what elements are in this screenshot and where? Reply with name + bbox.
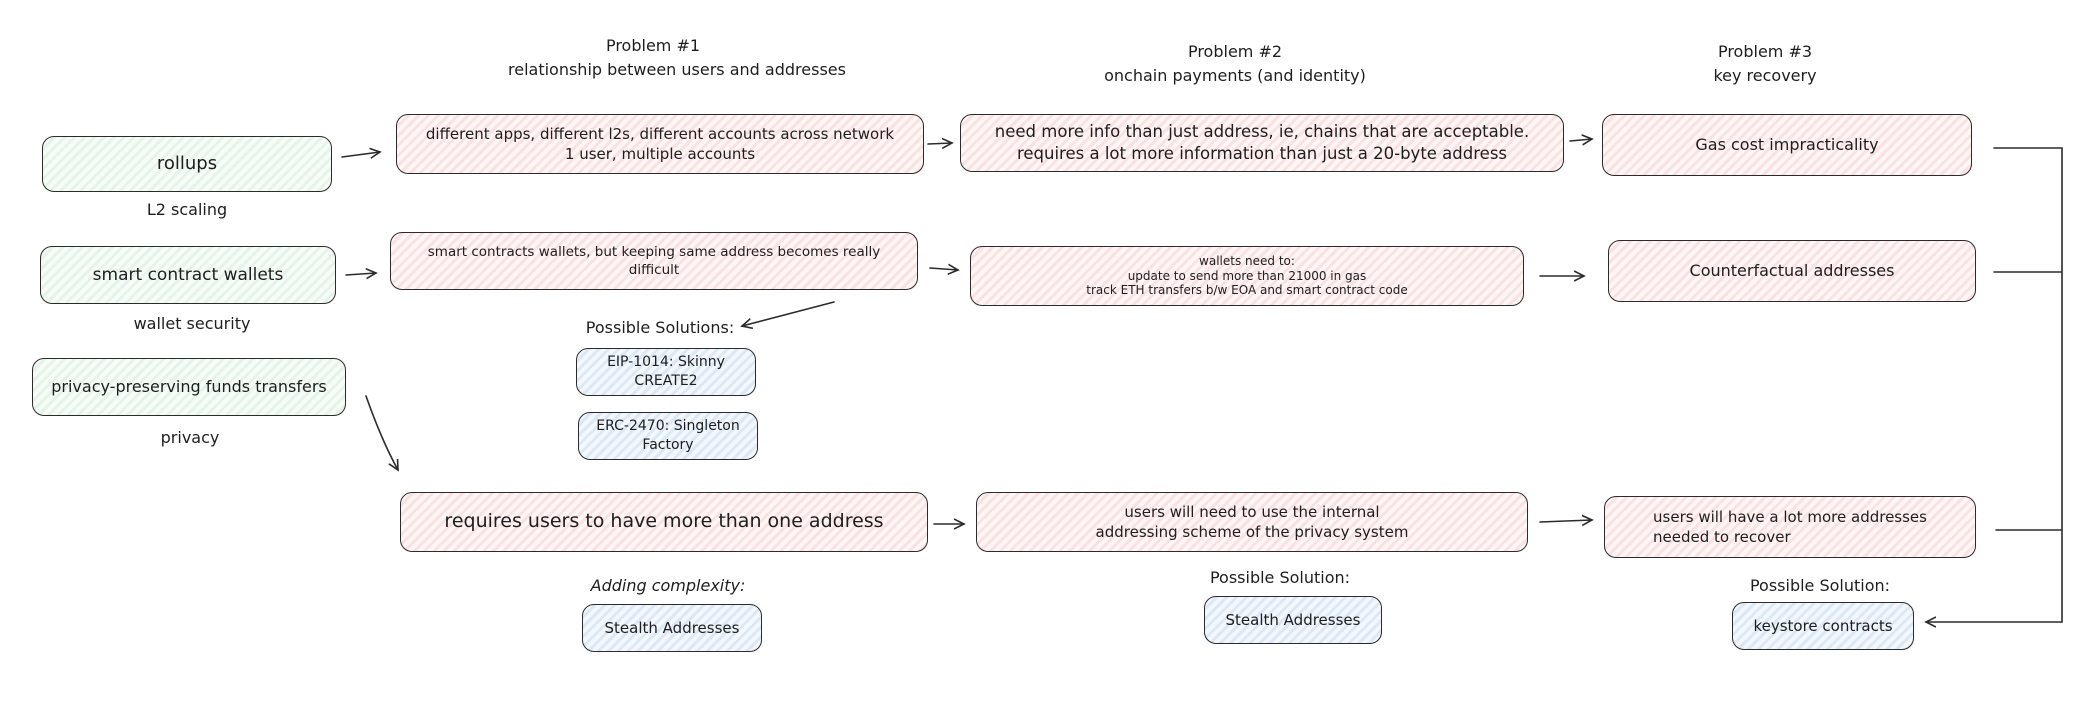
problem1-multiple-addresses: requires users to have more than one add… [400,492,928,552]
source-label: smart contract wallets [92,264,284,285]
source-caption: wallet security [133,314,251,333]
box-line: need more info than just address, ie, ch… [994,121,1530,141]
arrow-privacy-to-problem1 [365,395,398,470]
source-caption: L2 scaling [146,200,228,219]
box-line: ERC-2470: Singleton [596,418,740,435]
problem3-gas-cost: Gas cost impracticality [1602,114,1972,176]
solution-erc-2470: ERC-2470: Singleton Factory [578,412,758,460]
adding-complexity-label: Adding complexity: [590,576,746,595]
solution-eip-1014: EIP-1014: Skinny CREATE2 [576,348,756,396]
box-line: smart contracts wallets, but keeping sam… [427,243,881,278]
arrow-wallets-to-problem1 [345,273,376,275]
header-problem-3: Problem #3 key recovery [1680,40,1850,88]
header-title: Problem #1 [605,36,701,55]
arrow-problem1-to-problem2-row2 [929,268,958,270]
solution-stealth-addresses-1: Stealth Addresses [582,604,762,652]
problem1-same-address: smart contracts wallets, but keeping sam… [390,232,918,290]
arrow-to-possible-solutions [742,301,835,326]
arrow-rollups-to-problem1 [341,152,380,157]
header-subtitle: key recovery [1713,66,1817,85]
source-caption: privacy [160,428,220,447]
box-line: wallets need to: [1199,254,1295,269]
box-line: Factory [642,437,694,453]
box-line: EIP-1014: Skinny [607,354,725,371]
problem3-counterfactual: Counterfactual addresses [1608,240,1976,302]
box-line: users will have a lot more addresses [1653,507,1927,526]
box-line: Gas cost impracticality [1695,135,1879,155]
box-line: Counterfactual addresses [1689,261,1895,281]
header-problem-1: Problem #1 relationship between users an… [508,34,846,82]
solution-stealth-addresses-2: Stealth Addresses [1204,596,1382,644]
source-privacy-transfers: privacy-preserving funds transfers [32,358,346,416]
bracket-problem3 [1993,147,2063,623]
header-problem-2: Problem #2 onchain payments (and identit… [1090,40,1380,88]
problem2-more-info: need more info than just address, ie, ch… [960,114,1564,172]
box-line: 1 user, multiple accounts [564,145,756,163]
source-smart-contract-wallets: smart contract wallets [40,246,336,304]
possible-solution-label: Possible Solution: [1749,576,1891,595]
problem2-internal-addressing: users will need to use the internal addr… [976,492,1528,552]
box-line: track ETH transfers b/w EOA and smart co… [1086,283,1408,298]
box-line: needed to recover [1653,528,1791,546]
box-line: requires a lot more information than jus… [1016,144,1508,163]
box-line: Stealth Addresses [1225,610,1361,629]
problem2-wallet-needs: wallets need to: update to send more tha… [970,246,1524,306]
box-line: users will need to use the internal [1124,502,1380,521]
source-label: privacy-preserving funds transfers [51,377,327,397]
header-subtitle: relationship between users and addresses [508,60,846,79]
problem3-more-addresses: users will have a lot more addresses nee… [1604,496,1976,558]
header-title: Problem #3 [1717,42,1813,61]
arrow-problem2-to-problem3-row3 [1539,520,1592,522]
source-rollups: rollups [42,136,332,192]
arrow-problem2-to-problem3-row1 [1569,139,1592,141]
box-line: Stealth Addresses [604,618,740,637]
solution-keystore-contracts: keystore contracts [1732,602,1914,650]
box-line: keystore contracts [1753,616,1893,635]
source-label: rollups [156,152,218,174]
box-line: CREATE2 [634,373,698,389]
header-subtitle: onchain payments (and identity) [1104,66,1366,85]
box-line: update to send more than 21000 in gas [1127,268,1367,283]
arrow-problem1-to-problem2-row1 [927,143,952,144]
box-line: addressing scheme of the privacy system [1095,523,1409,541]
problem1-multiple-accounts: different apps, different l2s, different… [396,114,924,174]
possible-solutions-label: Possible Solutions: [585,318,735,337]
possible-solution-label: Possible Solution: [1209,568,1351,587]
header-title: Problem #2 [1187,42,1283,61]
box-line: requires users to have more than one add… [444,510,884,533]
box-line: different apps, different l2s, different… [425,124,895,143]
